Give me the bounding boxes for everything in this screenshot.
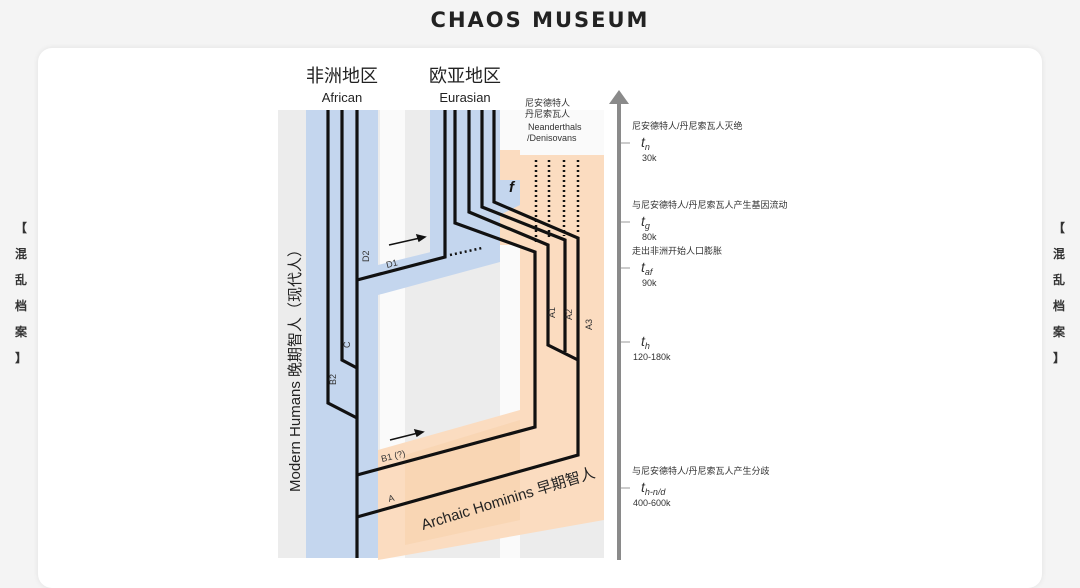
lineage-A3: [356, 110, 580, 519]
side-char: 】: [14, 351, 27, 365]
side-char: 档: [14, 299, 27, 313]
timeline-symbol: th-n/d: [641, 479, 666, 497]
arrow-icon: [389, 432, 419, 441]
modern-humans-label: Modern Humans 晚期智人（现代人）: [286, 242, 304, 492]
timeline-symbol: tn: [641, 134, 650, 152]
lineage-B1: [356, 110, 537, 477]
time-axis-arrow-icon: [609, 90, 629, 104]
timeline-event: 走出非洲开始人口膨胀: [632, 245, 722, 256]
lineage-C: [340, 110, 358, 370]
timeline-symbol: taf: [641, 259, 654, 277]
branch-label-D1: D1: [385, 257, 399, 269]
eurasian-label-cn: 欧亚地区: [429, 66, 501, 86]
african-label-en: African: [322, 90, 362, 105]
timeline-time: 80k: [642, 232, 657, 242]
branch-label-C: C: [342, 341, 352, 348]
hominin-phylogeny-diagram: 非洲地区 African 欧亚地区 Eurasian 尼安德特人 丹尼索瓦人 N…: [278, 66, 788, 560]
band-top-fade: [520, 145, 604, 155]
side-char: 案: [14, 325, 27, 339]
side-char: 混: [1052, 247, 1065, 261]
dotted-lineages: [449, 160, 580, 257]
timeline-time: 400-600k: [633, 498, 671, 508]
timeline-event: 与尼安德特人/丹尼索瓦人产生基因流动: [632, 199, 788, 210]
side-char: 混: [14, 247, 27, 261]
side-char: 乱: [1052, 273, 1065, 287]
african-label-cn: 非洲地区: [306, 66, 378, 86]
neanderthal-label-en: Neanderthals: [528, 122, 582, 132]
migration-arrows: [388, 233, 427, 441]
timeline-time: 90k: [642, 278, 657, 288]
lineage-A1: [467, 110, 579, 362]
branch-label-A3: A3: [584, 319, 594, 330]
lineage-D1: [356, 110, 447, 282]
timeline-time: 30k: [642, 153, 657, 163]
denisovan-label-en: /Denisovans: [527, 133, 577, 143]
page-title: CHAOS MUSEUM: [430, 8, 650, 32]
dotted-D1: [449, 246, 483, 257]
branch-label-A1: A1: [547, 307, 557, 318]
side-char: 【: [14, 221, 27, 235]
side-char: 档: [1052, 299, 1065, 313]
side-char: 】: [1052, 351, 1065, 365]
side-label-right: 【混乱档案】: [1052, 215, 1066, 371]
arrowhead-icon: [413, 428, 425, 438]
denisovan-label-cn: 丹尼索瓦人: [525, 108, 570, 119]
branch-label-B2: B2: [328, 374, 338, 385]
eurasian-label-en: Eurasian: [439, 90, 490, 105]
branch-label-D2: D2: [361, 250, 371, 262]
timeline-time: 120-180k: [633, 352, 671, 362]
arrowhead-icon: [415, 233, 427, 243]
lineage-A2: [480, 110, 567, 352]
side-char: 乱: [14, 273, 27, 287]
side-char: 案: [1052, 325, 1065, 339]
white-gap: [520, 110, 604, 150]
timeline-symbol: th: [641, 333, 650, 351]
lineage-B2: [326, 110, 358, 420]
timeline-event: 尼安德特人/丹尼索瓦人灭绝: [632, 120, 743, 131]
neanderthal-label-cn: 尼安德特人: [525, 97, 570, 108]
side-char: 【: [1052, 221, 1065, 235]
arrow-icon: [388, 237, 421, 246]
archaic-band-shade: [405, 420, 520, 545]
timeline-symbol: tg: [641, 213, 650, 231]
branch-label-A: A: [387, 493, 395, 504]
timeline-event: 与尼安德特人/丹尼索瓦人产生分歧: [632, 465, 770, 476]
side-label-left: 【混乱档案】: [14, 215, 28, 371]
lineages: [326, 110, 580, 558]
eurasian-band: [430, 110, 500, 260]
branch-label-A2: A2: [564, 309, 574, 320]
gene-flow-label-f: f: [509, 179, 516, 196]
